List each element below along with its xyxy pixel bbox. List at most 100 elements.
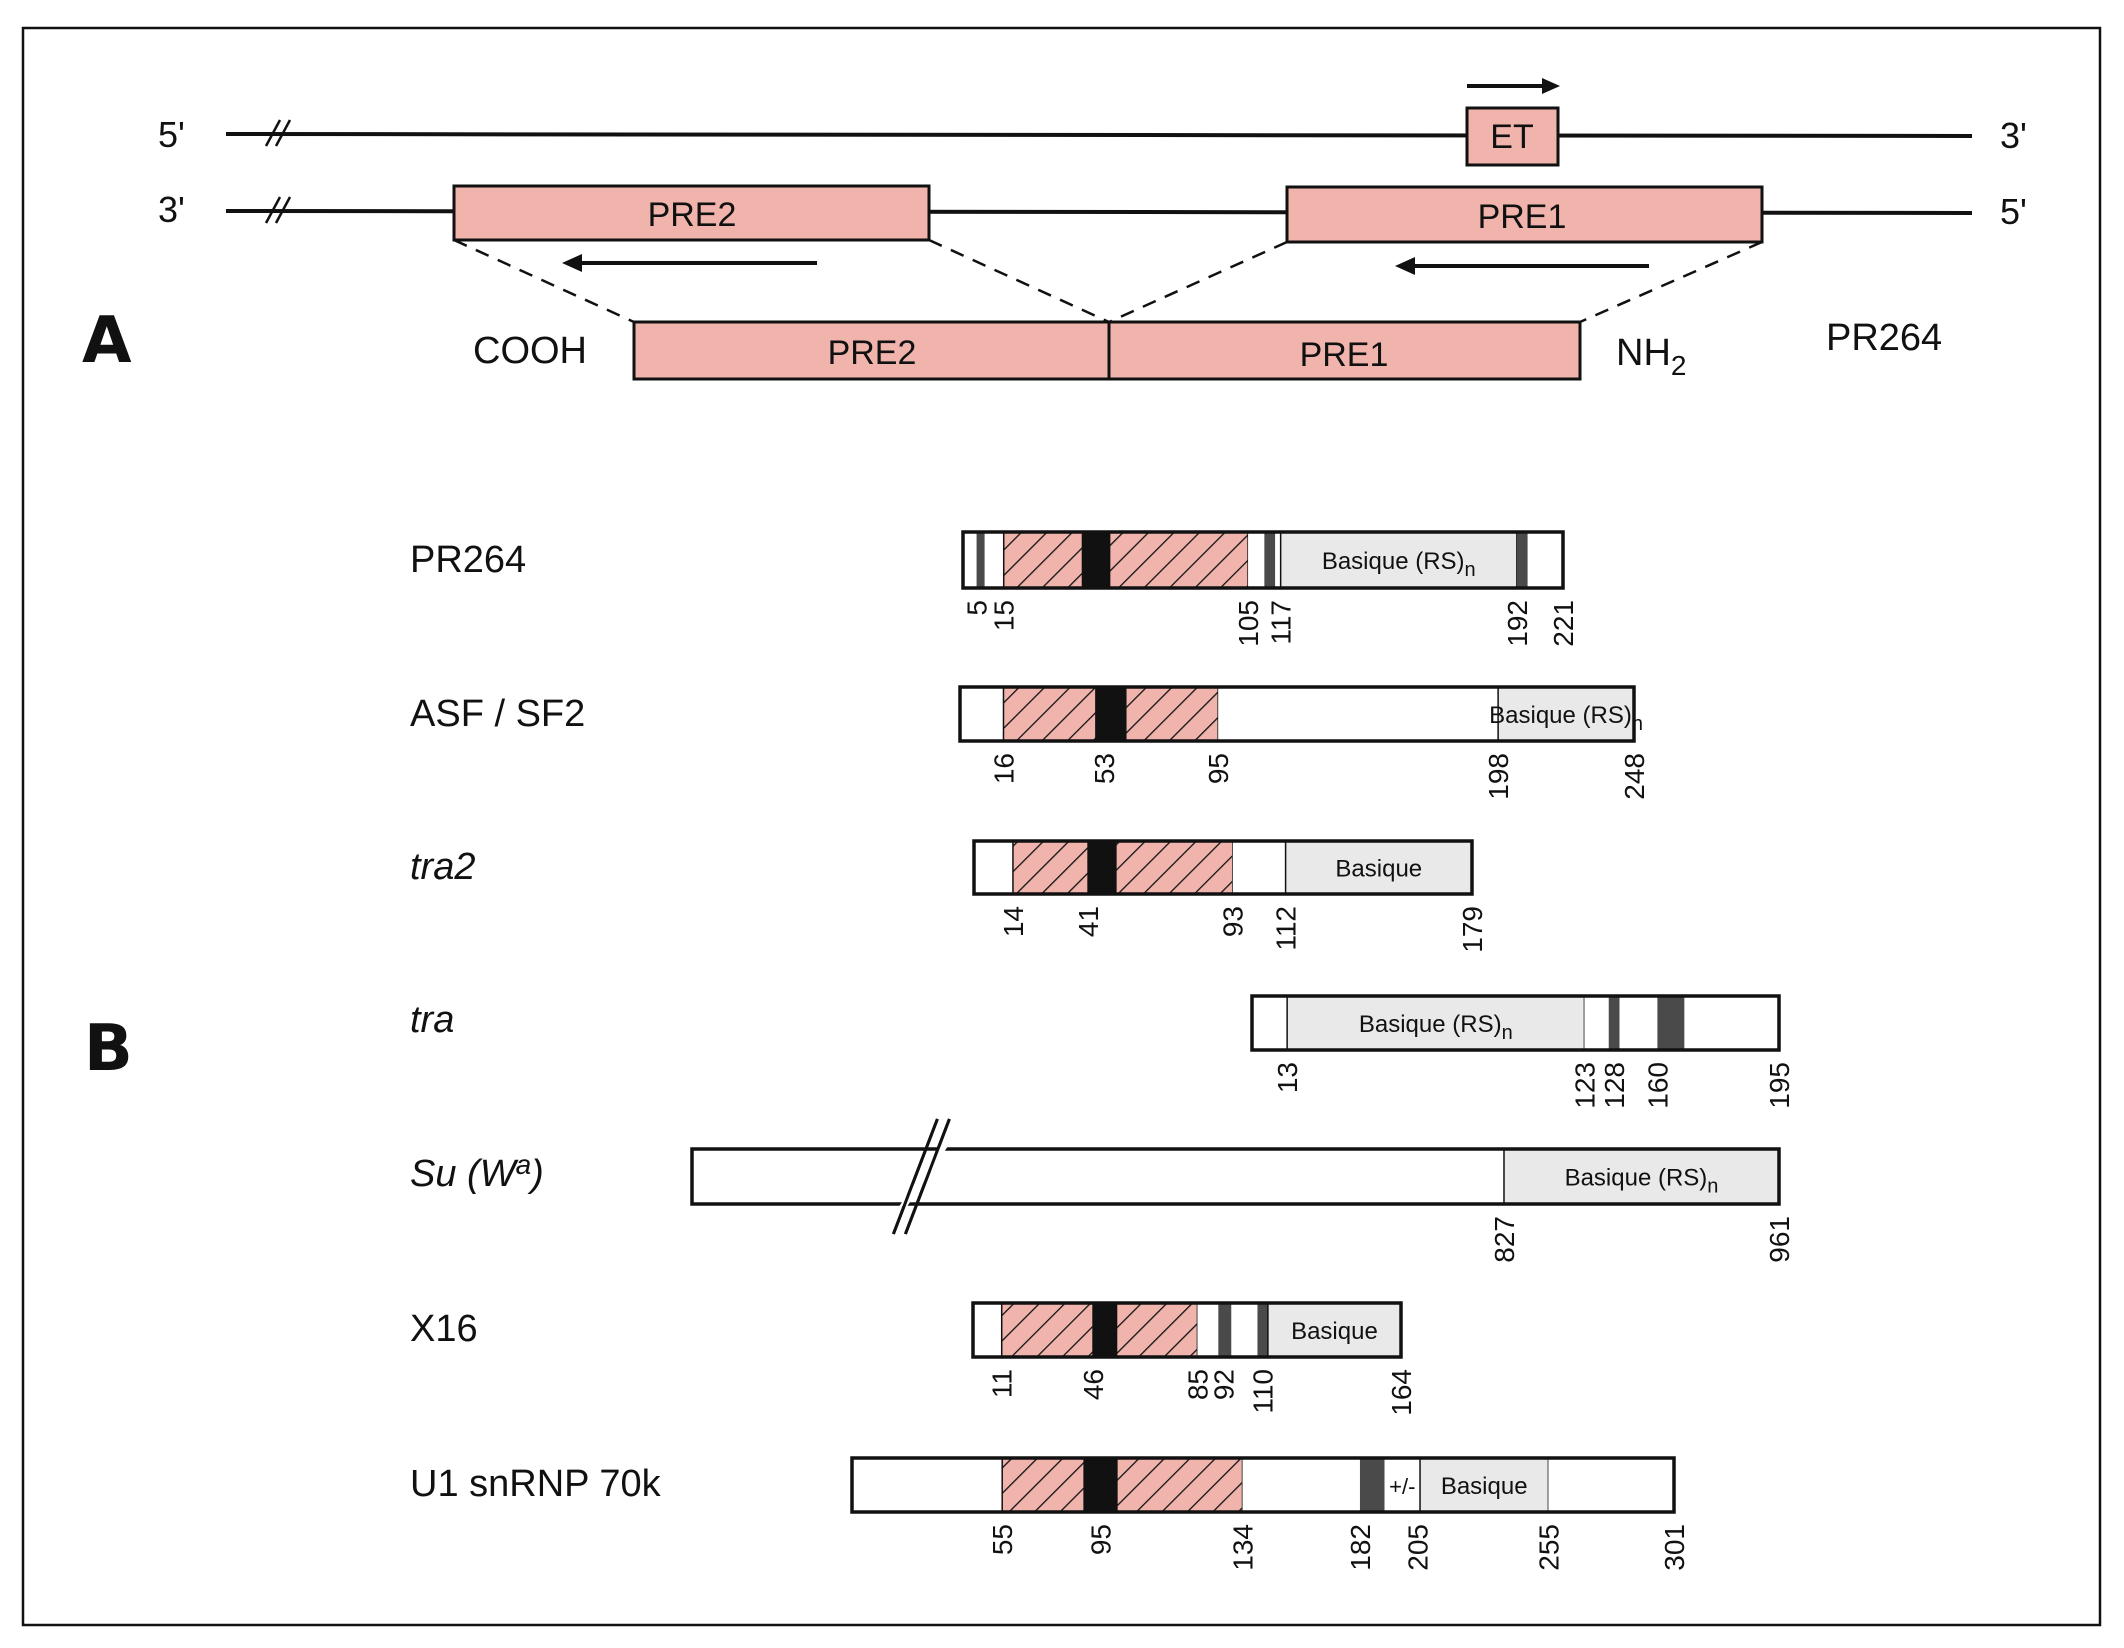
axis-break-gap <box>899 1147 948 1206</box>
domain-segment-dark <box>976 532 985 588</box>
su-wa-main: Su (W <box>410 1153 519 1195</box>
tick-label: 221 <box>1548 600 1579 647</box>
tick-label: 827 <box>1489 1216 1520 1263</box>
row-label-pr264: PR264 <box>410 539 526 581</box>
domain-segment-black <box>1095 687 1126 741</box>
domain-segment-white <box>973 1303 1002 1357</box>
et-arrow-icon <box>1467 78 1560 94</box>
protein-bar-outline <box>972 839 1474 896</box>
exon-pre1-arrow-icon <box>1395 257 1649 275</box>
tick-label: 160 <box>1642 1062 1673 1109</box>
exon-pre2-label: PRE2 <box>648 196 737 234</box>
strand-top-line <box>225 132 1973 138</box>
strand-top-right-label: 3' <box>2000 115 2027 156</box>
domain-label: Basique <box>1291 1318 1378 1345</box>
tick-label: 15 <box>989 600 1020 631</box>
domain-segment-white <box>984 532 1004 588</box>
protein-pre1-segment <box>1107 320 1582 381</box>
su-wa-sup: a <box>516 1149 532 1180</box>
domain-segment-white <box>1218 687 1499 741</box>
row-label-tra2: tra2 <box>410 846 475 888</box>
tick-label: 105 <box>1233 600 1264 647</box>
domain-segment-white <box>1384 1458 1421 1512</box>
domain-segment-white <box>1275 532 1281 588</box>
domain-label-text: Basique (RS) <box>1359 1011 1502 1038</box>
domain-segment-white <box>1548 1458 1674 1512</box>
tick-label: 5 <box>962 600 993 616</box>
domain-label-text: Basique <box>1441 1473 1528 1500</box>
domain-label: Basique <box>1335 856 1422 883</box>
protein-nh2-main: NH <box>1616 332 1671 374</box>
domain-segment-white <box>974 841 1013 894</box>
domain-segment-white <box>1197 1303 1219 1357</box>
tick-label: 198 <box>1483 753 1514 800</box>
domain-label: Basique <box>1441 1473 1528 1500</box>
protein-bar-outline <box>961 530 1565 590</box>
tick-label: 255 <box>1533 1524 1564 1571</box>
tick-label: 93 <box>1218 906 1249 937</box>
domain-segment-rrm <box>1115 840 1234 895</box>
tick-label: 46 <box>1078 1369 1109 1400</box>
row-label-x16: X16 <box>410 1308 478 1350</box>
panel-b-letter: B <box>84 1012 133 1086</box>
tick-label: 55 <box>987 1524 1018 1555</box>
domain-label: Basique (RS)n <box>1565 1165 1719 1198</box>
tick-label: 11 <box>987 1369 1018 1398</box>
domain-segment-black <box>1084 1458 1117 1512</box>
domain-segment-black <box>1088 841 1116 894</box>
tick-label: 13 <box>1272 1062 1303 1093</box>
domain-segment-dark <box>1359 1458 1385 1512</box>
tick-label: 164 <box>1386 1369 1417 1416</box>
domain-label-text: Basique <box>1291 1318 1378 1345</box>
domain-segment-dark <box>1516 532 1528 588</box>
protein-pre2-label: PRE2 <box>828 334 917 372</box>
domain-label: +/- <box>1389 1474 1415 1499</box>
domain-segment-rrm <box>1002 686 1097 742</box>
tick-label: 92 <box>1209 1369 1240 1400</box>
tick-label: 95 <box>1086 1524 1117 1555</box>
domain-segment-white <box>1232 841 1286 894</box>
domain-label-sub: n <box>1632 713 1643 735</box>
domain-segment-dark <box>1608 996 1620 1050</box>
tick-label: 134 <box>1228 1524 1259 1571</box>
domain-segment-dark <box>1264 532 1276 588</box>
row-label-tra: tra <box>410 999 454 1041</box>
domain-segment-rrm <box>1000 1302 1094 1358</box>
row-label-asf-sf2: ASF / SF2 <box>410 693 585 735</box>
et-box <box>1465 106 1560 167</box>
domain-label-sub: n <box>1502 1022 1513 1044</box>
domain-segment-white <box>1242 1458 1360 1512</box>
domain-segment-basic <box>1284 840 1473 895</box>
domain-segment-white <box>1248 532 1265 588</box>
strand-bottom-break-icon <box>264 196 292 224</box>
domain-label-text: +/- <box>1389 1474 1415 1499</box>
row-label-u1-snrnp-70k: U1 snRNP 70k <box>410 1463 662 1505</box>
domain-segment-dark <box>1218 1303 1232 1357</box>
exon-pre1-label: PRE1 <box>1478 198 1567 236</box>
domain-label-text: Basique (RS) <box>1489 702 1632 729</box>
domain-segment-white <box>692 1149 1504 1204</box>
domain-segment-rrm <box>1116 1457 1244 1513</box>
domain-label: Basique (RS)n <box>1489 702 1643 735</box>
domain-segment-white <box>1527 532 1563 588</box>
domain-segment-basic <box>1503 1148 1780 1205</box>
tick-label: 16 <box>988 753 1019 784</box>
domain-segment-basic <box>1286 995 1586 1051</box>
tick-label: 128 <box>1599 1062 1630 1109</box>
protein-nh2-sub: 2 <box>1671 350 1687 381</box>
protein-name-label: PR264 <box>1826 317 1942 359</box>
protein-pre1-label: PRE1 <box>1300 336 1389 374</box>
tick-label: 205 <box>1402 1524 1433 1571</box>
axis-break-icon <box>891 1118 939 1235</box>
protein-nh2-label: NH2 <box>1616 332 1686 381</box>
panel-a-letter: A <box>82 304 132 378</box>
figure-frame <box>21 26 2102 1627</box>
tick-label: 192 <box>1502 600 1533 647</box>
protein-bar-outline <box>690 1147 1781 1206</box>
tick-label: 195 <box>1764 1062 1795 1109</box>
